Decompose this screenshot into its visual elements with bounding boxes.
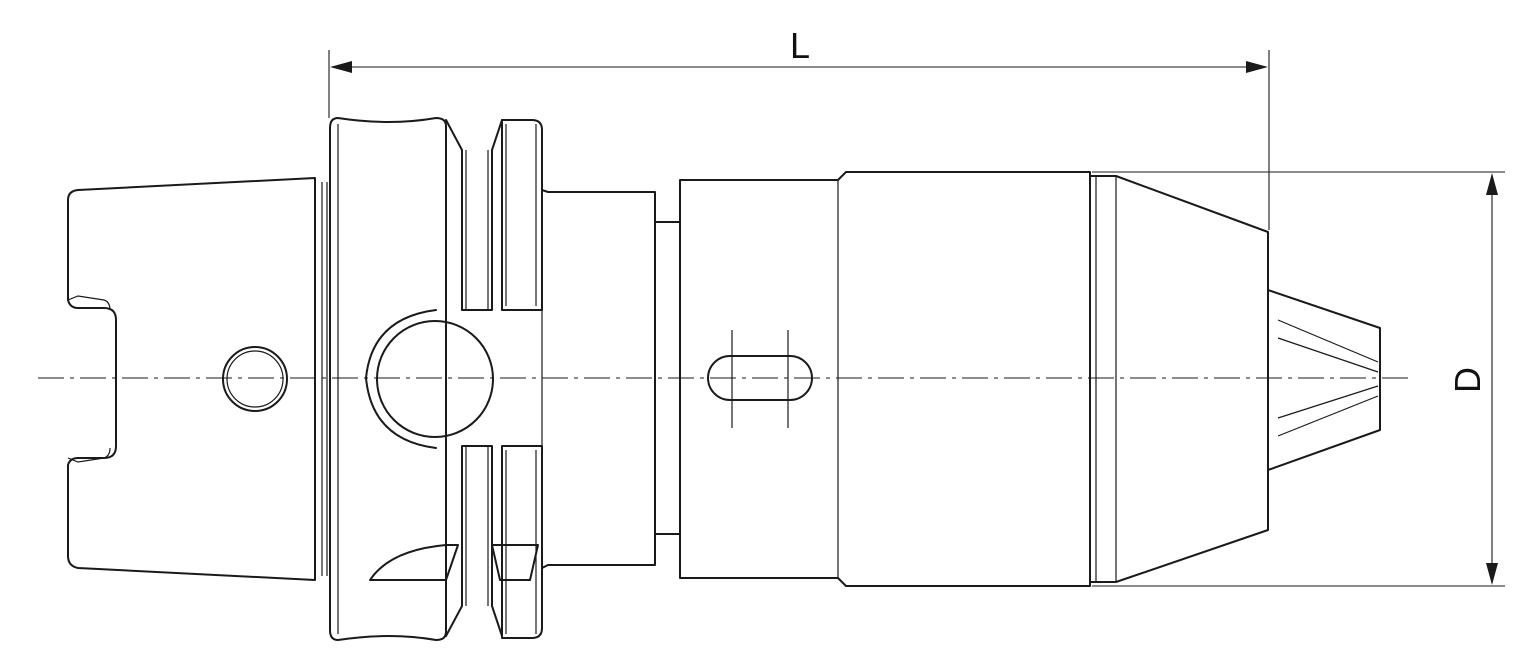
length-label: L — [790, 25, 810, 66]
shank-hole — [222, 346, 288, 412]
diameter-label: D — [1447, 367, 1488, 393]
chuck-body — [679, 171, 1091, 587]
chuck-cone — [1089, 175, 1269, 583]
chuck-jaws — [1267, 289, 1381, 471]
dimension-diameter: D — [1092, 171, 1505, 587]
flange-hole — [376, 320, 494, 438]
neck — [541, 189, 681, 569]
dimension-length: L — [328, 25, 1270, 230]
taper-shank — [67, 177, 328, 581]
pin-slot — [707, 355, 813, 401]
flange-collar — [329, 117, 543, 641]
